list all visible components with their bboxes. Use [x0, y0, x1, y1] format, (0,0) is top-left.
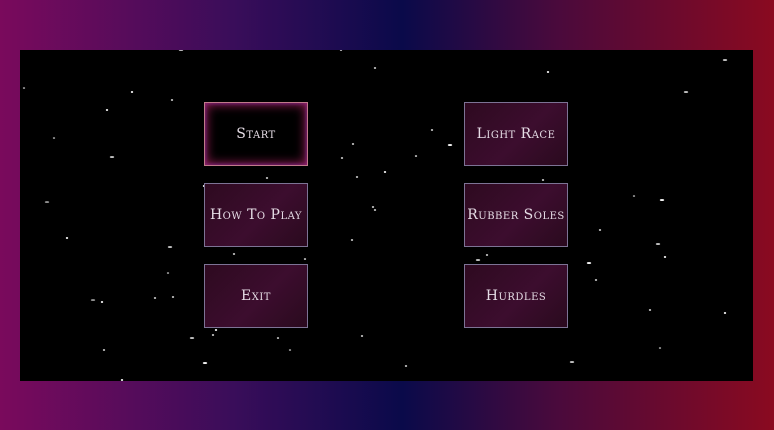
- star: [485, 254, 489, 256]
- star: [211, 334, 215, 336]
- hurdles-button-label: Hurdles: [485, 288, 547, 304]
- rubber-soles-button[interactable]: Rubber Soles: [464, 183, 568, 247]
- star: [360, 335, 364, 337]
- star: [586, 262, 592, 264]
- exit-button[interactable]: Exit: [204, 264, 308, 328]
- star: [569, 361, 575, 363]
- how-to-play-button[interactable]: How To Play: [204, 183, 308, 247]
- exit-button-label: Exit: [241, 288, 271, 304]
- star: [430, 129, 434, 131]
- star: [663, 256, 667, 258]
- start-button-label: Start: [236, 126, 276, 142]
- star: [632, 195, 636, 197]
- star: [265, 177, 269, 179]
- star: [130, 91, 134, 93]
- star: [44, 201, 50, 203]
- star: [178, 50, 184, 51]
- star: [541, 179, 545, 181]
- star: [232, 253, 236, 255]
- star: [373, 67, 377, 69]
- star: [414, 155, 418, 157]
- star: [598, 229, 602, 231]
- light-race-button-label: Light Race: [476, 126, 556, 142]
- star: [648, 309, 652, 311]
- star: [214, 329, 218, 331]
- star: [100, 301, 104, 303]
- star: [546, 71, 550, 73]
- star: [447, 144, 453, 146]
- star: [22, 87, 26, 89]
- star: [167, 246, 173, 248]
- star: [90, 299, 96, 301]
- hurdles-button[interactable]: Hurdles: [464, 264, 568, 328]
- star: [276, 337, 280, 339]
- star: [52, 137, 56, 139]
- star: [683, 91, 689, 93]
- star: [404, 365, 408, 367]
- star: [658, 347, 662, 349]
- star: [120, 379, 124, 381]
- game-canvas: Start How To Play Exit Light Race Rubber…: [20, 50, 753, 381]
- star: [351, 143, 355, 145]
- star: [371, 206, 375, 208]
- star: [339, 50, 343, 51]
- star: [109, 156, 115, 158]
- star: [383, 171, 387, 173]
- star: [65, 237, 69, 239]
- star: [170, 99, 174, 101]
- star: [340, 157, 344, 159]
- light-race-button[interactable]: Light Race: [464, 102, 568, 166]
- starfield: [22, 50, 728, 381]
- star: [171, 296, 175, 298]
- star: [202, 362, 208, 364]
- star: [303, 258, 307, 260]
- star: [166, 272, 170, 274]
- star: [350, 239, 354, 241]
- star: [102, 349, 106, 351]
- star: [288, 349, 292, 351]
- star: [373, 209, 377, 211]
- star: [655, 243, 661, 245]
- star: [475, 259, 481, 261]
- star: [722, 59, 728, 61]
- star: [153, 297, 157, 299]
- star: [105, 109, 109, 111]
- start-button[interactable]: Start: [204, 102, 308, 166]
- star: [723, 312, 727, 314]
- star: [594, 279, 598, 281]
- rubber-soles-button-label: Rubber Soles: [467, 207, 565, 223]
- star: [355, 176, 359, 178]
- star: [659, 199, 665, 201]
- star: [189, 337, 195, 339]
- how-to-play-button-label: How To Play: [209, 207, 303, 223]
